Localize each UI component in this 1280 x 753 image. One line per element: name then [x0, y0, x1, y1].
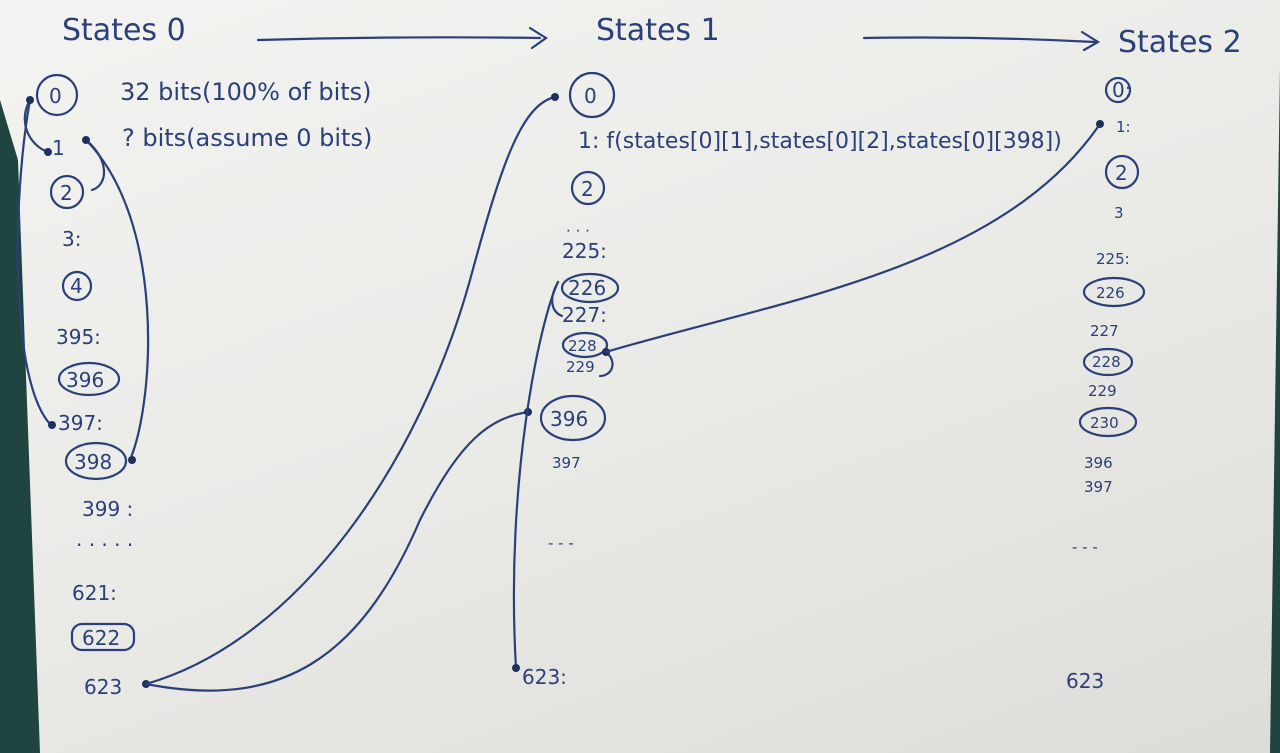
s2-item-230: 230 [1090, 414, 1119, 432]
s2-ring-230 [1078, 406, 1138, 438]
s0-ring-396 [57, 361, 121, 397]
s2-item-396: 396 [1084, 454, 1113, 472]
header-states-2: States 2 [1118, 25, 1242, 60]
s1-link-226-to-623 [512, 280, 560, 670]
s0-ring-2 [49, 174, 85, 210]
s0-dot-1b [82, 136, 90, 144]
s2-item-3: 3 [1114, 204, 1124, 222]
s0-item-396: 396 [66, 368, 104, 392]
s0-item-3: 3: [62, 227, 81, 251]
s1-dots-1: · · · [566, 222, 590, 240]
s1-item-396: 396 [550, 407, 588, 431]
arrow-0-to-1 [256, 36, 542, 42]
s1-item-2: 2 [581, 177, 594, 201]
s2-item-1: 1: [1116, 118, 1131, 136]
s0-item-4: 4 [70, 274, 83, 298]
s0-item-1: 1 [52, 136, 65, 160]
s1-link-226-to-227 [551, 280, 564, 318]
link-s1-228-to-s2-1 [604, 122, 1102, 354]
s2-item-397: 397 [1084, 478, 1113, 496]
s2-item-227: 227 [1090, 322, 1119, 340]
s2-item-0: 0: [1112, 78, 1131, 102]
s0-item-622: 622 [82, 626, 120, 650]
s2-ring-2 [1104, 154, 1140, 190]
s2-item-2: 2 [1115, 161, 1128, 185]
s1-item-0: 0 [584, 84, 597, 108]
s2-dot-1 [1096, 120, 1104, 128]
s1-item-228: 228 [568, 337, 597, 355]
s0-item-397: 397: [58, 411, 103, 435]
s1-item-227: 227: [562, 303, 607, 327]
s0-item-0: 0 [49, 84, 62, 108]
formula-state1-1: 1: f(states[0][1],states[0][2],states[0]… [578, 129, 1062, 154]
s0-link-1-to-2 [84, 138, 106, 192]
s0-link-0-to-1 [23, 98, 50, 154]
s2-item-226: 226 [1096, 284, 1125, 302]
s0-item-398: 398 [74, 450, 112, 474]
s1-item-623: 623: [522, 665, 567, 689]
s0-ring-622 [70, 622, 136, 652]
s1-dots-2: - - - [548, 534, 574, 552]
s1-ring-396 [539, 394, 607, 442]
s1-ring-228 [561, 331, 609, 359]
s0-dots: · · · · · [76, 533, 133, 557]
s1-item-229: 229 [566, 358, 595, 376]
s1-ring-2 [570, 170, 606, 206]
s0-item-399: 399 : [82, 497, 133, 521]
arrowhead-0-to-1 [528, 26, 548, 50]
s1-item-225: 225: [562, 239, 607, 263]
s0-ring-398 [64, 441, 128, 481]
s0-ring-0 [35, 73, 79, 117]
s0-dot-398 [128, 456, 136, 464]
s2-item-623: 623 [1066, 669, 1104, 693]
s2-item-228: 228 [1092, 353, 1121, 371]
s1-item-397: 397 [552, 454, 581, 472]
s2-item-225: 225: [1096, 250, 1130, 268]
s0-item-623: 623 [84, 675, 122, 699]
s2-ring-228 [1082, 347, 1134, 377]
s2-item-229: 229 [1088, 382, 1117, 400]
s2-ring-226 [1082, 276, 1146, 308]
link-s0-623-to-s1-396 [144, 410, 530, 692]
s0-item-395: 395: [56, 325, 101, 349]
s0-link-1-to-398 [84, 138, 150, 462]
s1-ring-0 [568, 71, 616, 119]
s0-link-0-to-397 [16, 98, 52, 426]
s2-ring-0 [1104, 76, 1132, 104]
s2-dots: - - - [1072, 538, 1098, 556]
note-bits-full: 32 bits(100% of bits) [120, 78, 372, 106]
s1-dot-623 [512, 664, 520, 672]
arrow-1-to-2 [862, 36, 1097, 44]
s0-item-621: 621: [72, 581, 117, 605]
s1-item-226: 226 [568, 276, 606, 300]
header-states-0: States 0 [62, 13, 186, 48]
s1-dot-0-in [551, 93, 559, 101]
s0-item-2: 2 [60, 181, 73, 205]
s0-dot-397 [48, 421, 56, 429]
note-bits-unknown: ? bits(assume 0 bits) [122, 124, 372, 152]
header-states-1: States 1 [596, 13, 720, 48]
s0-dot-0 [26, 96, 34, 104]
s0-ring-4 [61, 270, 93, 302]
arrowhead-1-to-2 [1080, 30, 1101, 52]
s1-ring-226 [560, 272, 620, 304]
link-s0-623-to-s1-0 [144, 95, 557, 686]
s0-dot-1 [44, 148, 52, 156]
